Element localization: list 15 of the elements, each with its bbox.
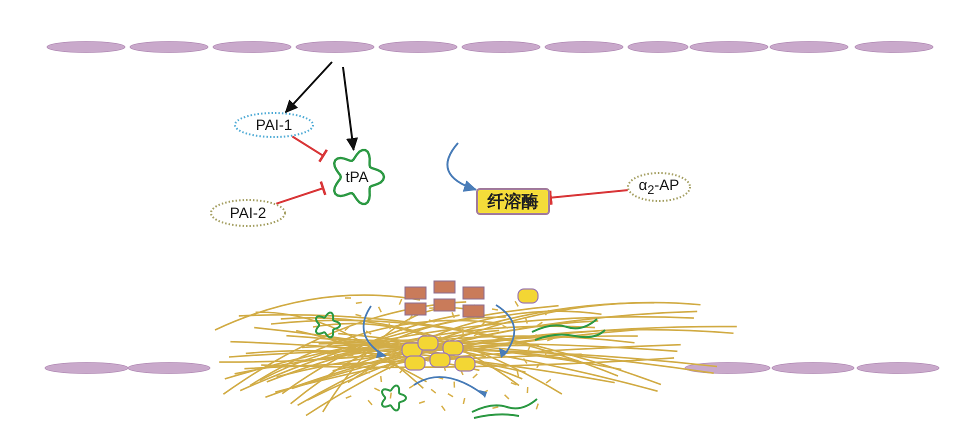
dotted-ellipse (234, 112, 314, 138)
arrow (284, 61, 333, 114)
dotted-ellipse (210, 199, 286, 227)
inhibition-line (276, 181, 326, 205)
node-label: PAI-2 (230, 204, 266, 222)
arrow (342, 66, 358, 151)
node-label: tPA (345, 168, 369, 186)
dotted-ellipse (627, 172, 691, 202)
inhibition-line (548, 189, 628, 205)
inhibition-line (292, 136, 328, 162)
plasmin-box (476, 188, 550, 215)
node-label: 纤溶酶 (488, 191, 538, 213)
node-label: α$_{2}$-AP (638, 177, 680, 197)
arrow (446, 142, 477, 192)
node-label: PAI-1 (256, 116, 292, 134)
